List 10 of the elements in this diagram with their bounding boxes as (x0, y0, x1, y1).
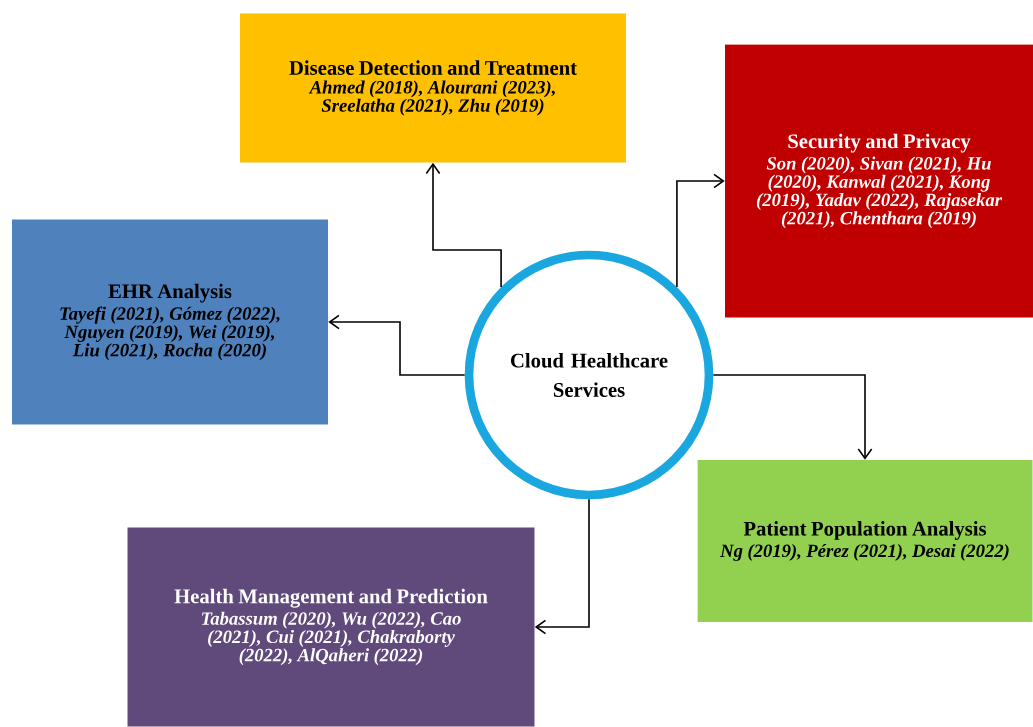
topic-box: Patient Population Analysis Ng (2019), Pérez (2021), Desai (2022) (697, 460, 1033, 622)
topic-box: EHR Analysis Tayefi (2021), Gómez (2022), Nguyen (2019), Wei (2019), Liu (2021), Rocha (2020) (12, 219, 328, 425)
arrow (712, 374, 873, 460)
arrow (425, 162, 502, 288)
topic-box: Health Management and Prediction Tabassum (2020), Wu (2022), Cao (2021), Cui (2021), Chakraborty (2022), AlQaheri (2022) (127, 527, 535, 727)
topic-box: Security and Privacy Son (2020), Sivan (2021), Hu (2020), Kanwal (2021), Kong (2019), Yadav (2022), Rajasekar (2021), Chenthara (2019) (725, 44, 1033, 318)
arrow (534, 498, 590, 635)
arrow (676, 173, 725, 288)
arrow (328, 314, 466, 376)
topic-box: Disease Detection and Treatment Ahmed (2018), Alourani (2023), Sreelatha (2021), Zhu (2019) (240, 13, 626, 163)
